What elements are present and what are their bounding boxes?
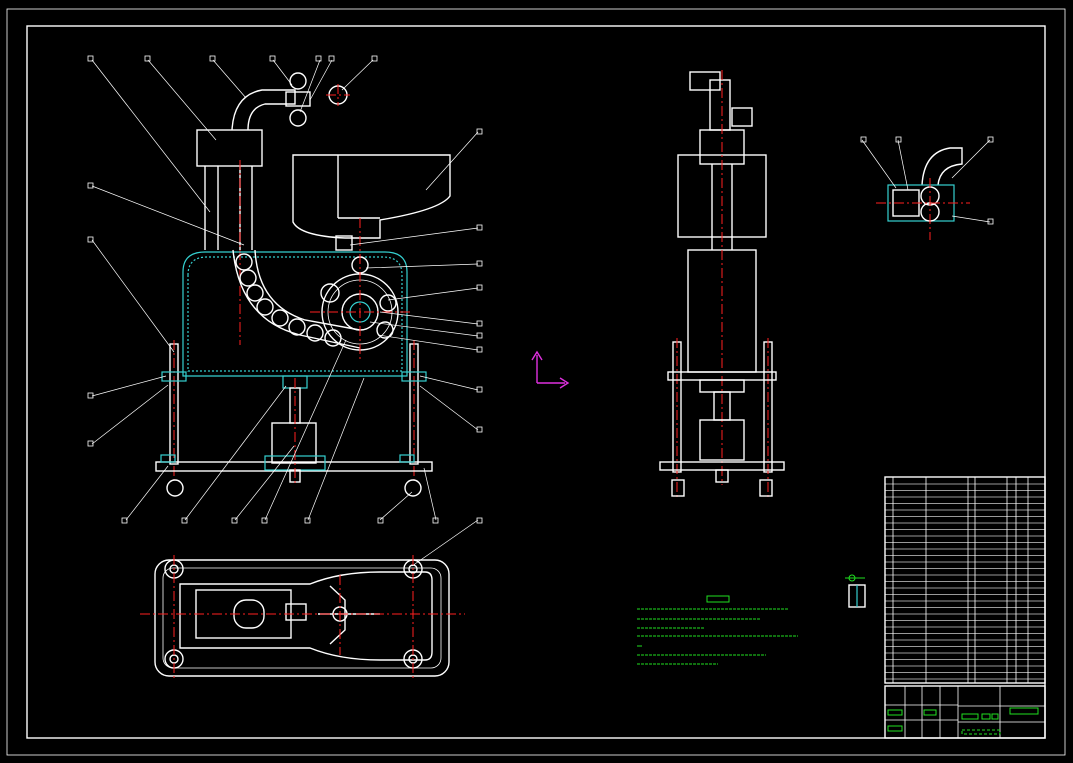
parts-list (884, 476, 1046, 684)
notes-heading-bar (706, 595, 730, 603)
title-block (884, 685, 1046, 739)
outer-frame (6, 8, 1066, 756)
side-view (659, 70, 785, 498)
base-plate (155, 461, 433, 472)
top-elbow-pipe (231, 89, 296, 131)
lower-motor (271, 422, 317, 464)
tank-housing (182, 251, 408, 377)
top-motor-box (196, 129, 263, 167)
top-view (140, 555, 465, 680)
inner-frame (26, 25, 1046, 739)
green-marker (845, 574, 866, 608)
front-view-leaders (87, 55, 483, 567)
detail-view (860, 136, 994, 240)
top-view-base (154, 559, 450, 677)
ucs-axis-icon (531, 350, 570, 389)
screw-flights (235, 253, 342, 347)
technical-notes (637, 595, 798, 665)
front-view (87, 55, 483, 567)
hopper (292, 154, 451, 239)
